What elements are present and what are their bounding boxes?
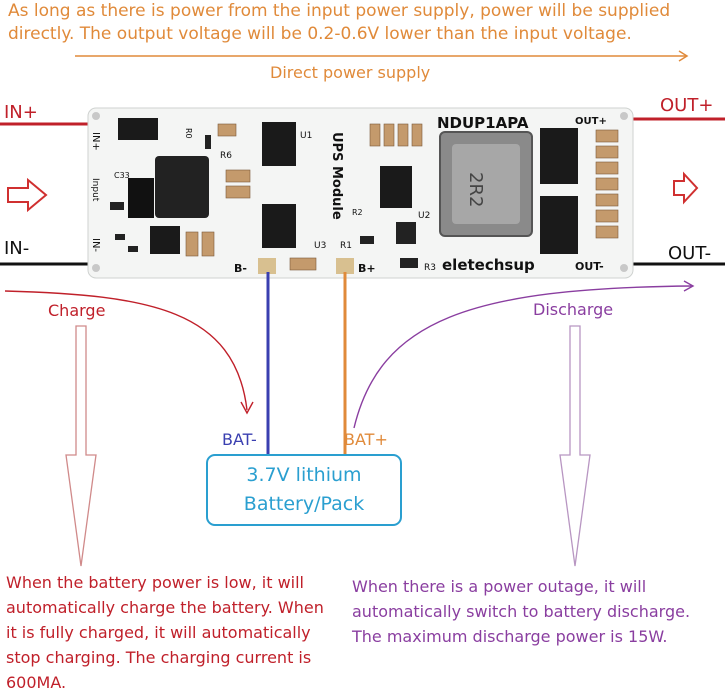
input-arrow-icon bbox=[7, 177, 48, 213]
pcb-board: NDUP1APA eletechsup UPS Module Input IN+… bbox=[87, 107, 634, 279]
ref-r1: R1 bbox=[340, 241, 352, 251]
board-b-plus: B+ bbox=[358, 262, 376, 275]
charge-down-arrow-icon bbox=[65, 325, 97, 567]
discharge-label: Discharge bbox=[533, 300, 614, 319]
ref-r6: R6 bbox=[220, 151, 232, 161]
ref-u1: U1 bbox=[300, 131, 312, 141]
discharge-down-arrow-icon bbox=[559, 325, 591, 567]
ref-r3: R3 bbox=[424, 263, 436, 273]
ref-u3: U3 bbox=[314, 241, 326, 251]
board-in-plus: IN+ bbox=[90, 132, 101, 151]
output-arrow-icon bbox=[673, 171, 699, 205]
charge-arrow bbox=[4, 290, 254, 415]
ref-r0: R0 bbox=[184, 128, 193, 139]
in-plus-label: IN+ bbox=[4, 102, 38, 123]
board-out-plus: OUT+ bbox=[575, 116, 607, 127]
supply-note: As long as there is power from the input… bbox=[8, 1, 671, 44]
out-minus-label: OUT- bbox=[668, 243, 712, 264]
battery-box: 3.7V lithium Battery/Pack bbox=[206, 454, 402, 526]
inductor-mark: 2R2 bbox=[465, 172, 486, 207]
ref-u2: U2 bbox=[418, 211, 430, 221]
board-module: UPS Module bbox=[329, 132, 344, 220]
battery-line-2: Battery/Pack bbox=[243, 493, 365, 515]
direct-supply-arrow bbox=[75, 50, 689, 62]
bat-minus-label: BAT- bbox=[222, 430, 257, 449]
charge-label: Charge bbox=[48, 301, 106, 320]
discharge-arrow bbox=[353, 280, 695, 429]
board-brand: eletechsup bbox=[442, 256, 535, 274]
charge-note: When the battery power is low, it will a… bbox=[6, 573, 324, 692]
board-input: Input bbox=[90, 178, 100, 202]
direct-supply-label: Direct power supply bbox=[270, 63, 431, 82]
board-model: NDUP1APA bbox=[437, 114, 529, 132]
board-in-minus: IN- bbox=[90, 238, 101, 252]
board-b-minus: B- bbox=[234, 262, 247, 275]
board-out-minus: OUT- bbox=[575, 260, 604, 273]
discharge-note: When there is a power outage, it will au… bbox=[352, 577, 691, 646]
ref-r2: R2 bbox=[352, 208, 363, 217]
out-plus-label: OUT+ bbox=[660, 95, 714, 116]
bat-plus-label: BAT+ bbox=[344, 430, 388, 449]
ref-c33: C33 bbox=[114, 171, 130, 180]
battery-line-1: 3.7V lithium bbox=[246, 464, 362, 486]
in-minus-label: IN- bbox=[4, 238, 30, 259]
